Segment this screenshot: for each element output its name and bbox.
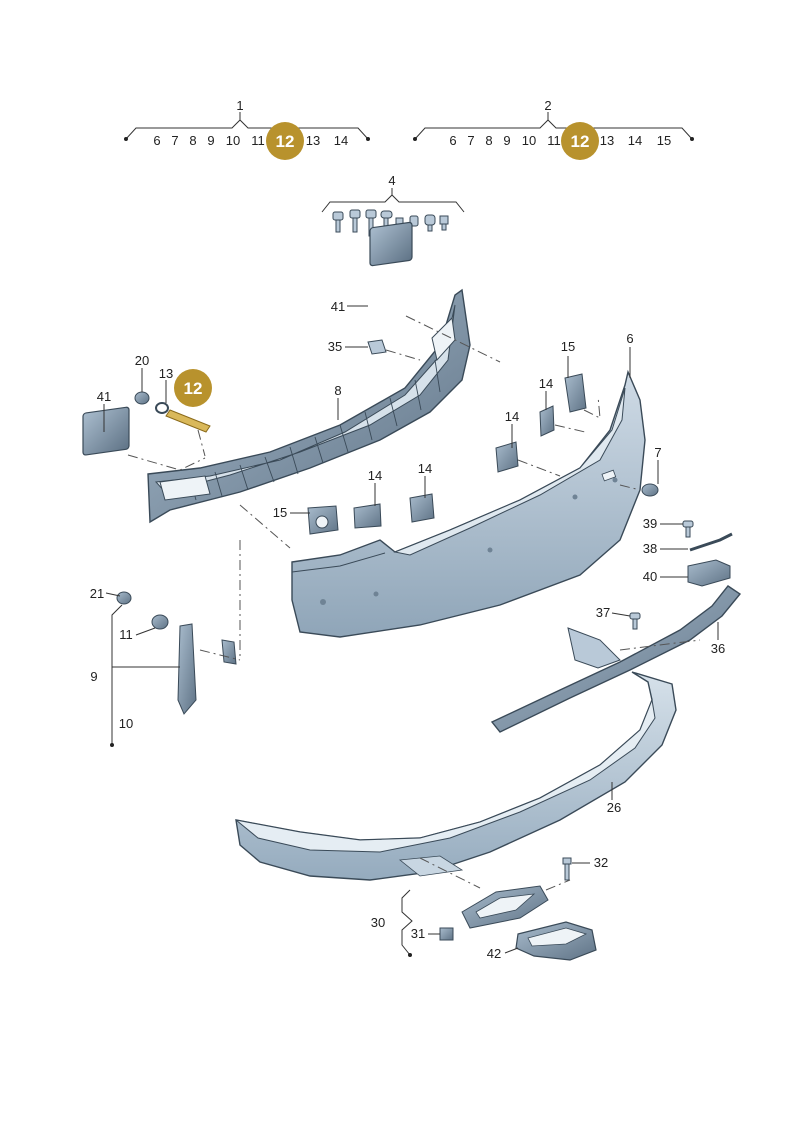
label-15-left: 15 bbox=[273, 505, 287, 520]
label-21: 21 bbox=[90, 586, 104, 601]
label-20: 20 bbox=[135, 353, 149, 368]
label-12-callout: 12 bbox=[184, 379, 203, 398]
seal-12 bbox=[165, 409, 211, 433]
label-31: 31 bbox=[411, 926, 425, 941]
washer-13 bbox=[155, 402, 169, 414]
cap-7 bbox=[641, 483, 659, 497]
side-bracket-9 bbox=[177, 623, 237, 715]
label-2-12: 12 bbox=[571, 132, 590, 151]
label-2-8: 8 bbox=[485, 133, 492, 148]
label-32: 32 bbox=[594, 855, 608, 870]
label-11: 11 bbox=[119, 627, 133, 642]
guide-profile-36 bbox=[490, 585, 742, 733]
label-1-9: 9 bbox=[207, 133, 214, 148]
label-13: 13 bbox=[159, 366, 173, 381]
leader-lines bbox=[103, 305, 719, 957]
bracket-40 bbox=[687, 559, 731, 587]
label-2-10: 10 bbox=[522, 133, 536, 148]
sensor-holder-15-right bbox=[564, 373, 587, 413]
label-2-9: 9 bbox=[503, 133, 510, 148]
label-2-15: 15 bbox=[657, 133, 671, 148]
label-41-top: 41 bbox=[331, 299, 345, 314]
label-30: 30 bbox=[371, 915, 385, 930]
bumper-reinforcement-8 bbox=[147, 288, 471, 524]
label-1-11: 11 bbox=[251, 133, 265, 148]
label-26: 26 bbox=[607, 800, 621, 815]
clip-35 bbox=[367, 339, 387, 355]
label-2-6: 6 bbox=[449, 133, 456, 148]
bracket-14-group bbox=[353, 405, 555, 529]
label-41-left: 41 bbox=[97, 389, 111, 404]
label-2-7: 7 bbox=[467, 133, 474, 148]
lower-diffuser-26 bbox=[235, 671, 677, 881]
label-1: 1 bbox=[236, 98, 243, 113]
highlight-marker-12 bbox=[266, 122, 304, 160]
bumper-cover-6 bbox=[291, 369, 646, 638]
bracket-38 bbox=[689, 532, 733, 552]
label-37: 37 bbox=[596, 605, 610, 620]
tailpipe-42 bbox=[515, 921, 597, 961]
nut-11 bbox=[151, 614, 169, 630]
group-2-bracket: 2 6 7 8 9 10 11 12 13 14 15 bbox=[413, 98, 694, 160]
label-4: 4 bbox=[388, 173, 395, 188]
label-1-13: 13 bbox=[306, 133, 320, 148]
label-38: 38 bbox=[643, 541, 657, 556]
grommet-20 bbox=[134, 391, 150, 405]
label-1-8: 8 bbox=[189, 133, 196, 148]
label-1-14: 14 bbox=[334, 133, 348, 148]
label-40: 40 bbox=[643, 569, 657, 584]
nut-21 bbox=[116, 591, 132, 605]
label-2-13: 13 bbox=[600, 133, 614, 148]
label-1-12: 12 bbox=[276, 132, 295, 151]
trim-frame-30 bbox=[461, 885, 549, 929]
label-1-10: 10 bbox=[226, 133, 240, 148]
label-15-right: 15 bbox=[561, 339, 575, 354]
label-2-14: 14 bbox=[628, 133, 642, 148]
highlight-marker-12 bbox=[174, 369, 212, 407]
label-2: 2 bbox=[544, 98, 551, 113]
label-6: 6 bbox=[626, 331, 633, 346]
label-14-d: 14 bbox=[418, 461, 432, 476]
label-9: 9 bbox=[90, 669, 97, 684]
label-8: 8 bbox=[334, 383, 341, 398]
assembly-lines bbox=[127, 315, 701, 891]
screw-39 bbox=[682, 520, 694, 538]
label-39: 39 bbox=[643, 516, 657, 531]
label-14-c: 14 bbox=[368, 468, 382, 483]
bolt-32 bbox=[562, 857, 572, 881]
label-7: 7 bbox=[654, 445, 661, 460]
label-36: 36 bbox=[711, 641, 725, 656]
label-2-11: 11 bbox=[547, 133, 561, 148]
group-1-bracket: 1 6 7 8 9 10 11 12 13 14 bbox=[124, 98, 370, 160]
clip-31 bbox=[439, 927, 454, 941]
label-14-a: 14 bbox=[539, 376, 553, 391]
label-1-7: 7 bbox=[171, 133, 178, 148]
part-labels: 41 35 15 6 20 13 12 41 8 14 14 14 14 7 1… bbox=[90, 299, 725, 961]
parking-sensor-41-top bbox=[369, 221, 413, 267]
highlight-marker-12 bbox=[561, 122, 599, 160]
parking-sensor-41-left bbox=[82, 406, 130, 456]
group-4-fasteners: 4 bbox=[321, 173, 465, 237]
label-1-6: 6 bbox=[153, 133, 160, 148]
screw-37 bbox=[629, 612, 641, 630]
label-35: 35 bbox=[328, 339, 342, 354]
label-10: 10 bbox=[119, 716, 133, 731]
label-42: 42 bbox=[487, 946, 501, 961]
label-14-b: 14 bbox=[505, 409, 519, 424]
sensor-holder-15-left bbox=[307, 505, 339, 535]
